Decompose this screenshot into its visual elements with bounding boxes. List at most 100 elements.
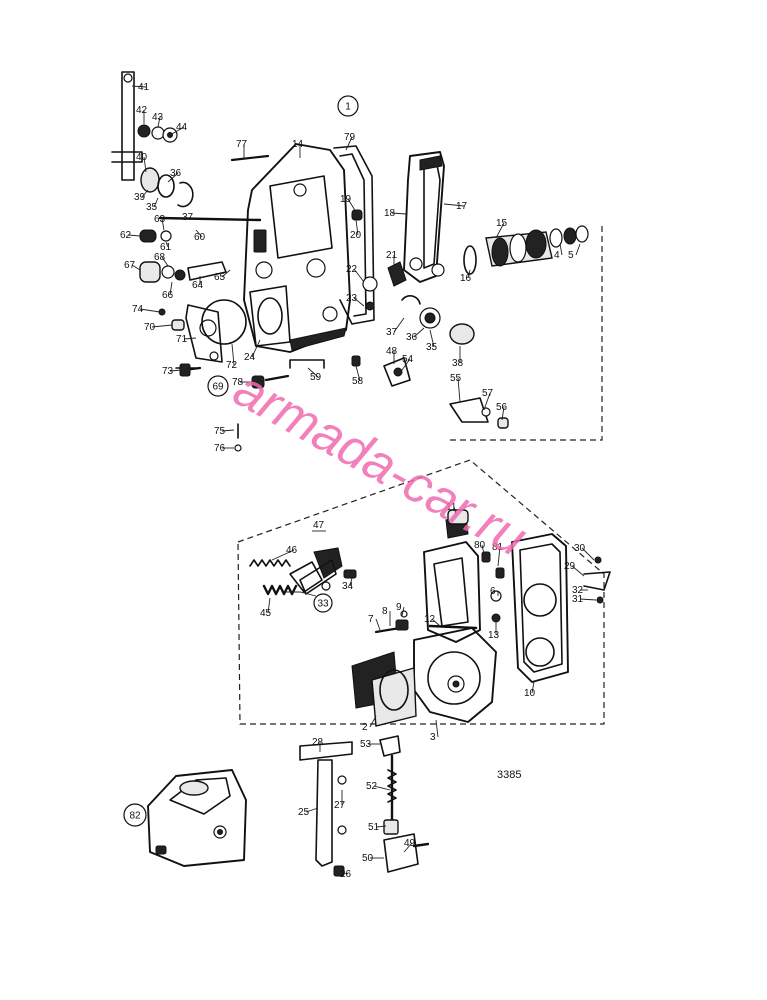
lever-41 (111, 71, 143, 181)
leader-line-7 (375, 618, 381, 631)
callout-24: 24 (244, 352, 256, 363)
callout-76: 76 (214, 443, 226, 454)
callout-80: 80 (474, 540, 486, 551)
stop-plate-55-56-57 (449, 397, 509, 429)
leader-line-73 (169, 369, 183, 372)
leader-line-29 (571, 565, 585, 577)
leader-line-9 (401, 606, 405, 617)
washer-42-43-44 (137, 124, 178, 143)
leader-line-44 (171, 126, 185, 135)
leader-line-55 (457, 377, 461, 403)
callout-20: 20 (350, 230, 362, 241)
leader-line-24 (251, 339, 261, 358)
leader-line-5 (575, 243, 581, 256)
screws-58-59-73-78 (179, 355, 361, 389)
callout-53: 53 (360, 739, 372, 750)
callout-52: 52 (366, 781, 378, 792)
leader-line-30 (581, 547, 595, 561)
leader-line-67 (131, 264, 141, 271)
callout-37: 37 (386, 327, 398, 338)
leader-line-26 (339, 871, 349, 875)
callout-62: 62 (120, 230, 132, 241)
callout-31: 31 (572, 594, 584, 605)
leader-line-54 (401, 358, 411, 371)
callout-79: 79 (344, 132, 356, 143)
leader-lines (127, 85, 597, 875)
callout-26: 26 (340, 869, 352, 880)
leader-line-20 (355, 219, 359, 236)
callout-49: 49 (404, 838, 416, 849)
leader-line-2 (369, 715, 377, 728)
callout-35: 35 (146, 202, 158, 213)
leader-line-39 (141, 189, 149, 198)
leader-line-3 (435, 719, 439, 738)
callout-36: 36 (406, 332, 418, 343)
leader-line-45 (267, 597, 271, 614)
callout-72: 72 (226, 360, 238, 371)
callout-23: 23 (346, 293, 358, 304)
callout-44: 44 (176, 122, 188, 133)
callout-4: 4 (554, 250, 560, 261)
callout-6: 6 (490, 586, 496, 597)
levers-17-18 (403, 151, 445, 283)
leader-line-60 (195, 229, 203, 238)
link-25-27-28 (299, 741, 353, 877)
callout-65: 65 (214, 272, 226, 283)
leader-line-23 (353, 297, 365, 307)
callout-37: 37 (182, 212, 194, 223)
gasket-79 (333, 145, 375, 325)
circled-label-69: 69 (207, 375, 229, 397)
screw-67-68-64 (139, 261, 227, 283)
callout-13: 13 (488, 630, 500, 641)
callout-30: 30 (574, 543, 586, 554)
callout-46: 46 (286, 545, 298, 556)
callout-17: 17 (456, 201, 468, 212)
callout-14: 14 (292, 139, 304, 150)
callout-8: 8 (382, 606, 388, 617)
callout-9: 9 (396, 602, 402, 613)
callout-60: 60 (194, 232, 206, 243)
callout-51: 51 (368, 822, 380, 833)
cover-82 (147, 769, 247, 867)
leader-line-80 (481, 544, 485, 555)
svg-text:33: 33 (317, 599, 329, 610)
callout-56: 56 (496, 402, 508, 413)
callout-58: 58 (352, 376, 364, 387)
callout-3: 3 (430, 732, 436, 743)
callout-15: 15 (496, 218, 508, 229)
callout-35: 35 (426, 342, 438, 353)
callout-18: 18 (384, 208, 396, 219)
leader-line-71 (183, 337, 197, 340)
leader-line-15 (495, 222, 505, 239)
callout-38: 38 (452, 358, 464, 369)
leader-line-35 (153, 197, 159, 208)
callout-48: 48 (386, 346, 398, 357)
callout-75: 75 (214, 426, 226, 437)
svg-text:69: 69 (212, 382, 224, 393)
callout-67: 67 (124, 260, 136, 271)
leader-line-49 (403, 842, 413, 853)
callout-42: 42 (136, 105, 148, 116)
callout-16: 16 (460, 273, 472, 284)
callout-10: 10 (524, 688, 536, 699)
callout-55: 55 (450, 373, 462, 384)
leader-line-43 (157, 116, 161, 128)
leader-line-62 (127, 234, 141, 237)
callout-68: 68 (154, 252, 166, 263)
section-label: 47 (313, 520, 325, 531)
leader-line-19 (347, 198, 357, 213)
leader-line-4 (559, 243, 563, 256)
nut-21 (387, 261, 407, 287)
leader-line-10 (531, 681, 535, 694)
drawing-number: 3385 (497, 769, 521, 781)
leader-line-31 (579, 598, 597, 601)
leader-line-16 (467, 269, 471, 279)
leader-line-59 (307, 367, 319, 378)
callout-19: 19 (340, 194, 352, 205)
callout-39: 39 (134, 192, 146, 203)
callout-32: 32 (572, 585, 584, 596)
leader-line-35 (429, 329, 435, 348)
leader-line-65 (221, 269, 231, 278)
leader-line-46 (271, 549, 295, 561)
